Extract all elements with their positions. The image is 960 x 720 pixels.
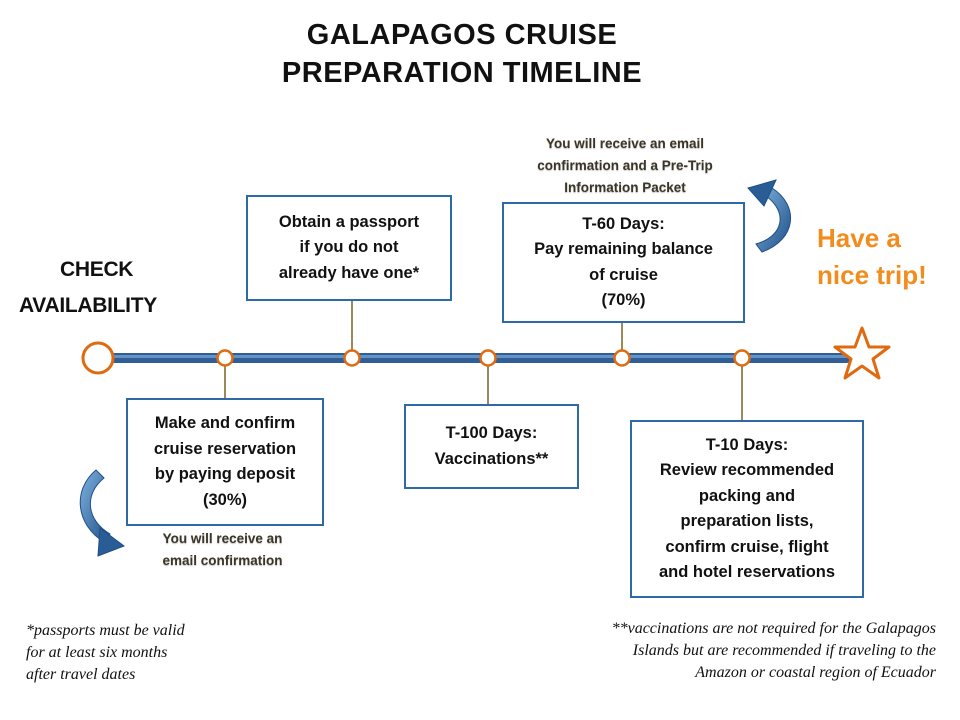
start-label: CHECK (60, 258, 134, 281)
step-box-review: T-10 Days: Review recommended packing an… (630, 420, 864, 598)
start-label: AVAILABILITY (19, 294, 157, 317)
note-text: Information Packet (564, 180, 686, 195)
end-label: Have a nice trip! (817, 220, 927, 294)
note-text: You will receive an email (545, 136, 705, 151)
balance-email-note: You will receive an email confirmation a… (505, 133, 745, 199)
step-box-reservation: Make and confirm cruise reservation by p… (126, 398, 324, 526)
step-text: Make and confirm (154, 414, 296, 432)
footnote-text: *passports must be valid (26, 622, 185, 639)
step-text: and hotel reservations (658, 563, 836, 581)
step-text: cruise reservation (153, 439, 297, 458)
step-text: Review recommended (659, 461, 835, 479)
step-text: Pay remaining balance (534, 240, 713, 258)
footnote-text: Amazon or coastal region of Ecuador (695, 664, 936, 681)
start-circle-icon (81, 341, 115, 375)
deposit-email-note: You will receive an email confirmation (140, 528, 305, 572)
step-text: (70%) (601, 291, 646, 309)
step-text: T-10 Days: (705, 435, 789, 454)
curved-arrow-icon (79, 469, 126, 557)
step-text: of cruise (589, 265, 658, 284)
step-text: Vaccinations** (434, 449, 549, 468)
step-box-passport: Obtain a passport if you do not already … (246, 195, 452, 301)
footnote-text: for at least six months (26, 644, 168, 661)
step-text: T-60 Days: (582, 214, 665, 233)
step-text: by paying deposit (154, 465, 296, 483)
note-text: confirmation and a Pre-Trip (537, 158, 713, 173)
page-title: GALAPAGOS CRUISE (306, 19, 618, 51)
milestone-dot-icon (479, 349, 497, 367)
step-text: confirm cruise, flight (665, 537, 829, 556)
step-text: already have one* (278, 263, 420, 282)
note-text: You will receive an (162, 531, 283, 546)
step-box-balance: T-60 Days: Pay remaining balance of crui… (502, 202, 745, 323)
step-text: packing and (698, 486, 796, 505)
step-text: if you do not (299, 238, 399, 257)
end-label-text: Have a (817, 223, 901, 253)
footnote-vaccinations: **vaccinations are not required for the … (612, 618, 936, 684)
milestone-dot-icon (343, 349, 361, 367)
step-box-vaccinations: T-100 Days: Vaccinations** (404, 404, 579, 489)
milestone-dot-icon (216, 349, 234, 367)
star-icon (833, 326, 891, 380)
curved-arrow-icon (747, 179, 792, 253)
step-text: T-100 Days: (445, 424, 538, 442)
step-text: Obtain a passport (278, 212, 420, 231)
footnote-text: **vaccinations are not required for the … (611, 620, 936, 637)
footnote-text: after travel dates (26, 666, 136, 683)
milestone-dot-icon (613, 349, 631, 367)
step-text: preparation lists, (680, 512, 814, 530)
footnote-text: Islands but are recommended if traveling… (632, 642, 936, 659)
end-label-text: nice trip! (817, 260, 927, 290)
footnote-passport: *passports must be valid for at least si… (26, 620, 185, 686)
step-text: (30%) (202, 490, 247, 509)
page-subtitle: PREPARATION TIMELINE (281, 57, 643, 89)
milestone-dot-icon (733, 349, 751, 367)
note-text: email confirmation (162, 553, 283, 568)
